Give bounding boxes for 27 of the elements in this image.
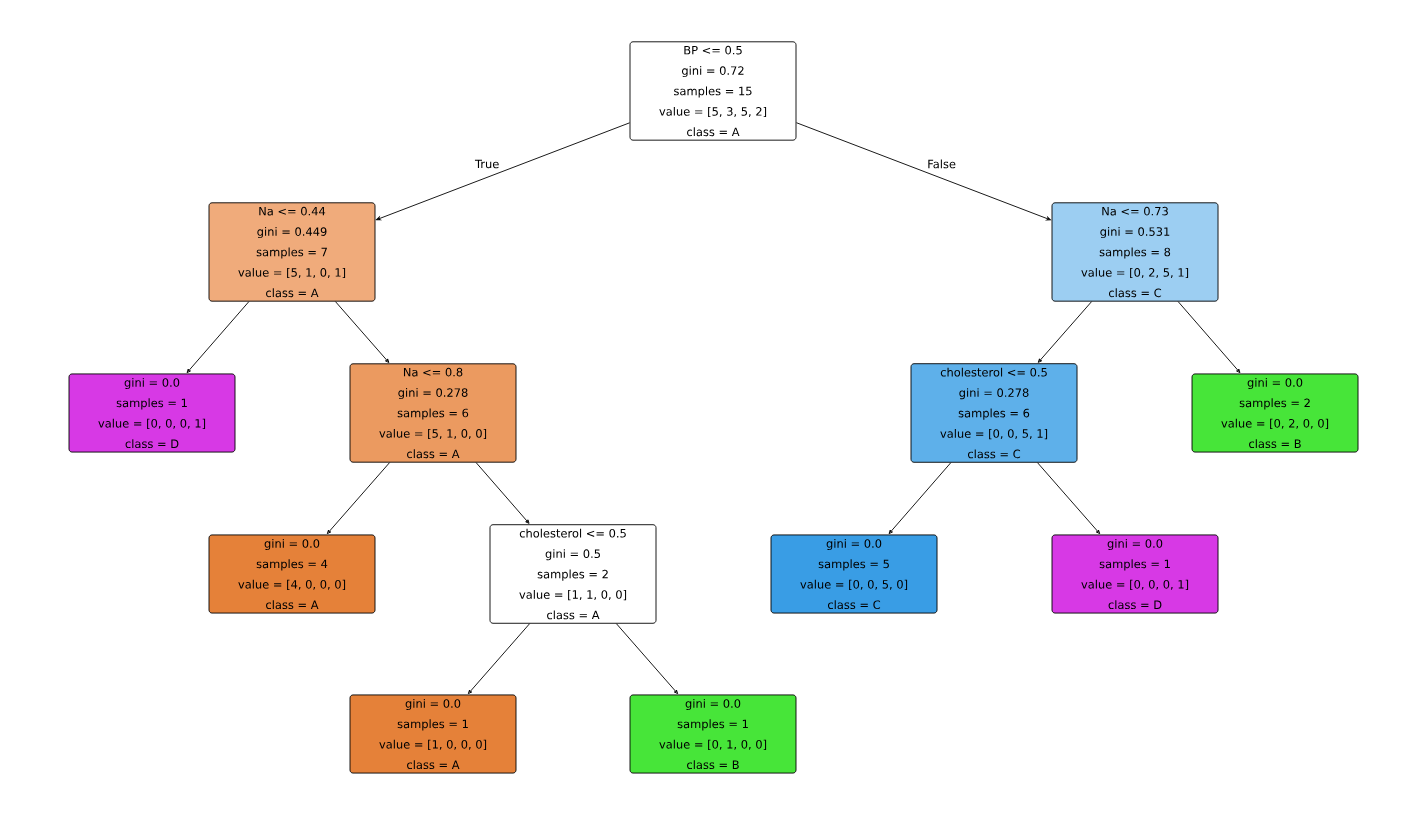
arrow (616, 623, 679, 695)
tree-node-box: cholesterol <= 0.5 gini = 0.5 samples = 2 value = [1, 1, 0, 0] class = A (489, 524, 657, 624)
arrow (1037, 301, 1093, 363)
arrow (186, 301, 250, 374)
arrow (1037, 462, 1101, 535)
tree-node-box: gini = 0.0 samples = 1 value = [0, 0, 0, 1] class = D (1051, 534, 1219, 614)
tree-node-box: cholesterol <= 0.5 gini = 0.278 samples = 6 value = [0, 0, 5, 1] class = C (910, 363, 1078, 463)
tree-node-box: BP <= 0.5 gini = 0.72 samples = 15 value = [5, 3, 5, 2] class = A (629, 41, 797, 141)
tree-node-box: gini = 0.0 samples = 1 value = [0, 1, 0, 0] class = B (629, 694, 797, 774)
arrow (326, 462, 390, 535)
tree-node-box: Na <= 0.8 gini = 0.278 samples = 6 value = [5, 1, 0, 0] class = A (349, 363, 517, 463)
edge-label: False (928, 159, 956, 169)
tree-node-box: Na <= 0.44 gini = 0.449 samples = 7 value = [5, 1, 0, 1] class = A (208, 202, 376, 302)
tree-node-box: gini = 0.0 samples = 1 value = [0, 0, 0, 1] class = D (68, 373, 236, 453)
arrow (888, 462, 952, 535)
tree-node-box: gini = 0.0 samples = 5 value = [0, 0, 5, 0] class = C (770, 534, 938, 614)
arrow (335, 301, 390, 363)
tree-node-box: Na <= 0.73 gini = 0.531 samples = 8 value = [0, 2, 5, 1] class = C (1051, 202, 1219, 302)
tree-node-box: gini = 0.0 samples = 2 value = [0, 2, 0, 0] class = B (1191, 373, 1359, 453)
tree-node-box: gini = 0.0 samples = 4 value = [4, 0, 0, 0] class = A (208, 534, 376, 614)
arrow (467, 623, 531, 695)
tree-node-box: gini = 0.0 samples = 1 value = [1, 0, 0, 0] class = A (349, 694, 517, 774)
arrow (796, 122, 1051, 221)
arrow (1177, 301, 1241, 374)
arrow (475, 462, 530, 524)
edge-label: True (474, 159, 499, 169)
arrow (376, 122, 630, 221)
